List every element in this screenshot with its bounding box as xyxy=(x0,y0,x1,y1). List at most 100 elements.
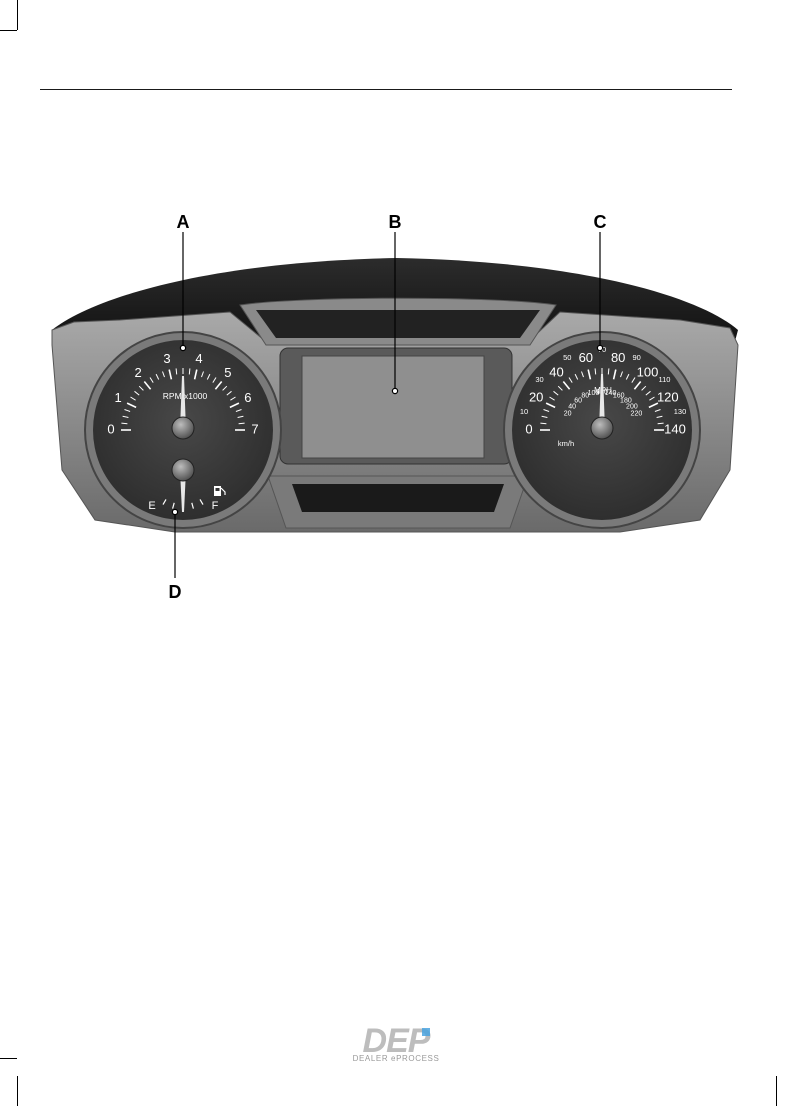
speedometer-tick xyxy=(654,409,661,412)
tachometer-tick xyxy=(201,371,204,378)
speedometer-tick xyxy=(568,377,573,383)
speedometer-kmh-number: 160 xyxy=(613,393,625,400)
speedometer-kmh-number: 100 xyxy=(588,390,600,397)
speedometer-kmh-number: 40 xyxy=(568,403,576,410)
speedometer-mph-number: 60 xyxy=(579,350,593,365)
tachometer-number: 2 xyxy=(134,365,141,380)
speedometer-tick xyxy=(541,415,548,418)
tachometer-tick xyxy=(229,402,240,409)
crop-mark-top-left-h xyxy=(0,30,17,31)
dep-logo-letters: DEP xyxy=(363,1022,431,1060)
speedometer-mph-number: 80 xyxy=(611,350,625,365)
speedometer-tick xyxy=(625,373,630,380)
crop-mark-bottom-left-h xyxy=(0,1058,17,1059)
callout-c-label: C xyxy=(593,212,607,232)
center-display xyxy=(301,355,485,459)
fuel-gauge-tick xyxy=(172,502,175,509)
tachometer-tick xyxy=(168,369,173,380)
dep-logo-tagline: DEALER ePROCESS xyxy=(352,1054,440,1063)
speedometer-kmh-number: 220 xyxy=(631,411,643,418)
header-rule xyxy=(40,89,732,90)
speedometer-tick xyxy=(581,371,584,378)
crop-mark-bottom-left xyxy=(17,1076,18,1106)
tachometer-ticks xyxy=(121,368,245,431)
speedometer-tick xyxy=(645,390,651,396)
tachometer-tick xyxy=(222,385,228,391)
speedometer-mph-number: 20 xyxy=(529,390,543,405)
callout-d-dot xyxy=(171,508,179,516)
speedometer-kmh-number: 60 xyxy=(574,397,582,404)
speedometer-tick xyxy=(649,396,655,401)
tachometer-tick xyxy=(235,409,242,412)
speedometer-mph-number: 120 xyxy=(657,390,679,405)
tachometer-tick xyxy=(238,422,245,425)
speedometer-mph-minor-number: 110 xyxy=(659,375,671,384)
crop-mark-bottom-right xyxy=(776,1076,777,1106)
tachometer-needle xyxy=(180,376,186,430)
tachometer-tick xyxy=(155,373,160,380)
crop-mark-top-left xyxy=(17,0,18,30)
speedometer-mph-minor-number: 90 xyxy=(633,353,641,362)
speedometer-tick xyxy=(543,409,550,412)
callout-a-dot xyxy=(179,344,187,352)
tachometer-tick xyxy=(230,396,236,401)
speedometer-mph-minor-number: 30 xyxy=(535,375,543,384)
tachometer-tick xyxy=(126,402,137,409)
fuel-full-label: F xyxy=(212,500,219,512)
tachometer-tick xyxy=(149,377,154,383)
speedometer-tick xyxy=(594,368,597,375)
speedometer-mph-minor-number: 130 xyxy=(674,407,687,416)
speedometer-tick xyxy=(656,415,663,418)
callout-a-label: A xyxy=(176,212,190,232)
fuel-hub xyxy=(171,458,195,482)
tachometer-number: 4 xyxy=(195,351,202,366)
tachometer-tick xyxy=(188,368,191,375)
fuel-gauge-tick xyxy=(199,499,204,505)
speedometer-tick xyxy=(540,422,547,425)
tachometer-tick xyxy=(193,369,198,380)
tachometer-number: 7 xyxy=(251,421,258,436)
speedometer-tick xyxy=(633,380,642,390)
fuel-empty-label: E xyxy=(148,500,155,512)
tachometer-number: 0 xyxy=(107,421,114,436)
speedometer-kmh-label: km/h xyxy=(558,439,574,448)
tachometer-number: 5 xyxy=(224,365,231,380)
speedometer-tick xyxy=(631,377,636,383)
speedometer-numbers: 0204060801001201401030507090110130 xyxy=(520,345,686,436)
fuel-pump-icon xyxy=(214,486,226,496)
speedometer-mph-number: 0 xyxy=(525,421,532,436)
speedometer-mph-number: 100 xyxy=(637,364,659,379)
speedometer-tick xyxy=(612,369,617,380)
fuel-gauge-tick xyxy=(162,499,167,505)
tachometer-tick xyxy=(212,377,217,383)
speedometer-kmh-number: 200 xyxy=(626,403,638,410)
speedometer-kmh-number: 20 xyxy=(564,411,572,418)
tachometer-tick xyxy=(143,380,152,390)
callout-b-dot xyxy=(391,387,399,395)
tachometer-tick xyxy=(162,371,165,378)
speedometer-tick xyxy=(620,371,623,378)
speedometer-tick xyxy=(587,369,592,380)
speedometer-tick xyxy=(574,373,579,380)
speedometer-tick xyxy=(641,385,647,391)
tachometer-tick xyxy=(226,390,232,396)
speedometer-hub xyxy=(590,416,614,440)
tachometer-tick xyxy=(237,415,244,418)
tachometer-tick xyxy=(206,373,211,380)
tachometer-number: 6 xyxy=(244,390,251,405)
speedometer-kmh-number: 80 xyxy=(581,393,589,400)
speedometer-tick xyxy=(657,422,664,425)
fuel-gauge-tick xyxy=(191,502,194,509)
tachometer-tick xyxy=(138,385,144,391)
speedometer-mph-minor-number: 10 xyxy=(520,407,528,416)
tachometer-title: RPM x1000 xyxy=(163,391,208,401)
speedometer-tick xyxy=(549,396,555,401)
speedometer-tick xyxy=(557,385,563,391)
speedometer-tick xyxy=(545,402,556,409)
tachometer-tick xyxy=(214,380,223,390)
speedometer-needle xyxy=(599,374,605,430)
speedometer-ticks xyxy=(540,368,664,431)
speedometer-tick xyxy=(553,390,559,396)
callout-b-label: B xyxy=(388,212,402,232)
